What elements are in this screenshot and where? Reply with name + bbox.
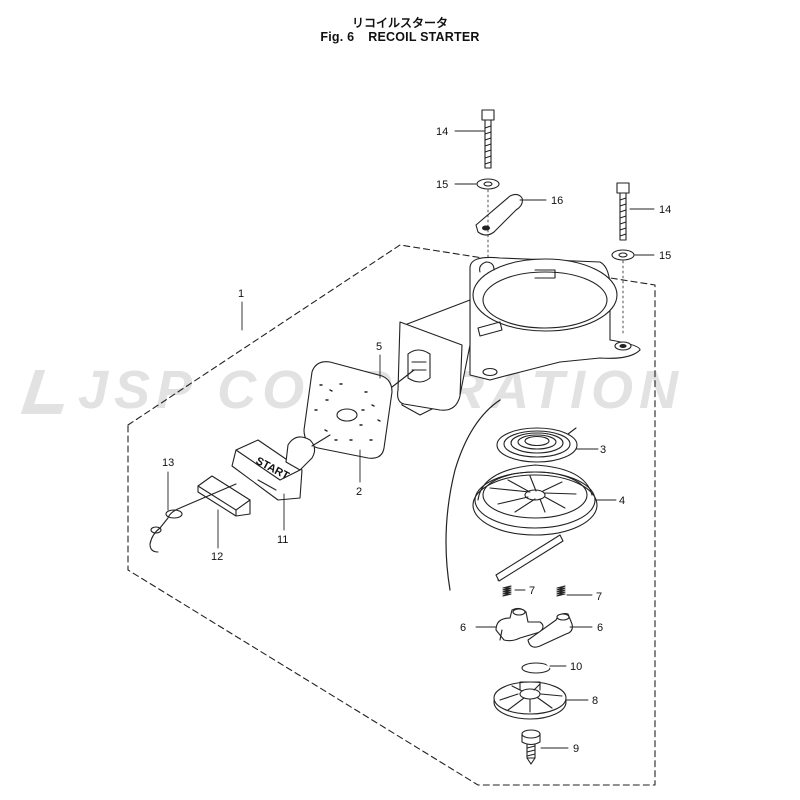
part-16-bracket bbox=[475, 193, 523, 236]
assembly-boundary bbox=[127, 244, 656, 786]
part-6-ratchet-right bbox=[527, 613, 573, 648]
label-part-6-right: 6 bbox=[597, 622, 603, 634]
label-part-1: 1 bbox=[238, 288, 244, 300]
part-15-washer-right bbox=[611, 249, 635, 261]
part-9-screw bbox=[521, 729, 541, 765]
part-14-bolt-right bbox=[616, 182, 630, 241]
label-part-10: 10 bbox=[570, 661, 582, 673]
diagram-title-japanese: リコイルスタータ bbox=[351, 16, 448, 30]
label-part-8: 8 bbox=[592, 695, 598, 707]
part-10-ring bbox=[521, 662, 554, 674]
label-part-15-top: 15 bbox=[436, 179, 448, 191]
part-13-wire bbox=[149, 483, 237, 553]
label-part-6-left: 6 bbox=[460, 622, 466, 634]
label-part-5: 5 bbox=[376, 341, 382, 353]
label-part-7-right: 7 bbox=[596, 591, 602, 603]
label-part-16: 16 bbox=[551, 195, 563, 207]
part-11-handle bbox=[231, 434, 331, 501]
part-8-drive-plate bbox=[493, 681, 567, 720]
part-7-spring-right bbox=[556, 585, 566, 597]
part-14-bolt-top bbox=[481, 109, 495, 169]
label-part-12: 12 bbox=[211, 551, 223, 563]
part-5-gasket bbox=[303, 361, 393, 459]
figure-number: Fig. 6 bbox=[320, 30, 355, 44]
label-part-9: 9 bbox=[573, 743, 579, 755]
label-part-7-left: 7 bbox=[529, 585, 535, 597]
label-part-11: 11 bbox=[277, 534, 288, 546]
part-15-washer-top bbox=[476, 178, 500, 190]
label-part-3: 3 bbox=[600, 444, 606, 456]
label-part-14-top: 14 bbox=[436, 126, 448, 138]
figure-title: RECOIL STARTER bbox=[368, 30, 480, 44]
starter-housing bbox=[397, 256, 641, 416]
label-part-2: 2 bbox=[356, 486, 362, 498]
label-part-14-right: 14 bbox=[659, 204, 671, 216]
part-7-spring-left bbox=[502, 585, 512, 597]
label-part-4: 4 bbox=[619, 495, 625, 507]
label-part-13: 13 bbox=[162, 457, 174, 469]
label-part-15-right: 15 bbox=[659, 250, 671, 262]
part-6-ratchet-left bbox=[495, 607, 544, 642]
part-4-pulley bbox=[472, 464, 598, 536]
diagram-title: Fig. 6 RECOIL STARTER bbox=[0, 30, 800, 44]
part-12-grip bbox=[197, 475, 251, 517]
part-3-recoil-spring bbox=[496, 427, 578, 463]
